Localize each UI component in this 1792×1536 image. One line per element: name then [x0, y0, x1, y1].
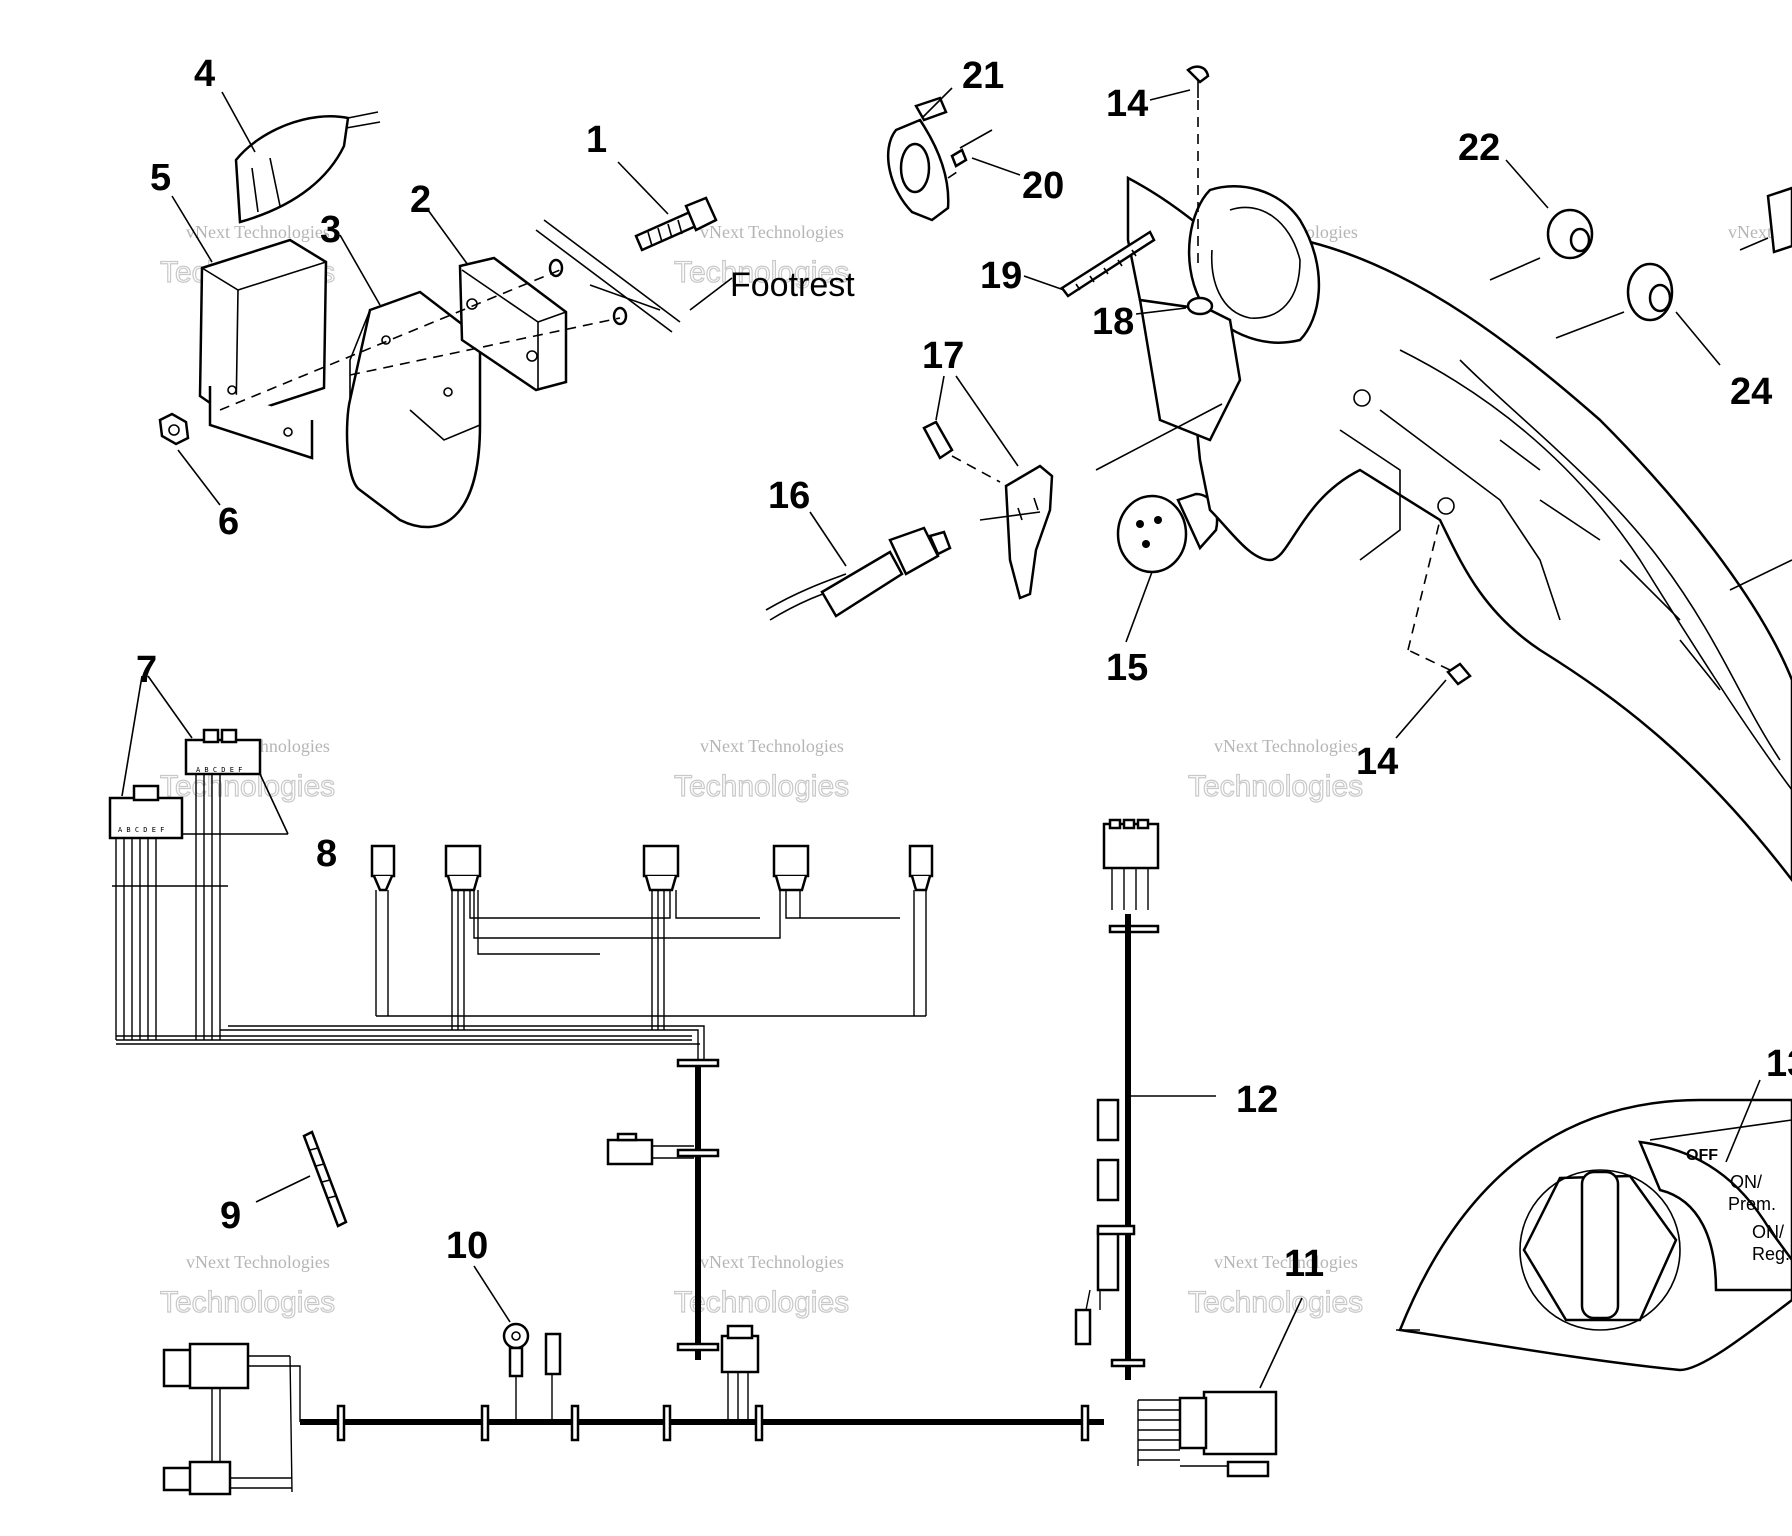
part-24-grommet	[1555, 262, 1721, 366]
part-4-ignition-coil	[221, 91, 381, 224]
watermark-text: vNext Technologies	[186, 1252, 330, 1272]
watermark-text: vNext Technologies	[700, 1252, 844, 1272]
part-18-washer	[1135, 296, 1214, 316]
watermark-text: vNext Technologies	[1214, 736, 1358, 756]
part-20-screw	[947, 129, 1021, 179]
callout-9: 9	[220, 1195, 241, 1237]
callout-24: 24	[1730, 371, 1772, 413]
part-9-cable-tie	[255, 1130, 348, 1228]
watermark-text-large: Technologies	[674, 770, 849, 803]
connector-letters-upper: A B C D E F	[196, 766, 242, 774]
callout-18: 18	[1092, 301, 1134, 343]
part-8-main-harness-top	[112, 774, 705, 1060]
harness-trunk-vertical	[606, 1058, 720, 1360]
callout-4: 4	[194, 53, 215, 95]
watermark-text-large: Technologies	[1188, 1286, 1363, 1319]
watermark-text: vNext Technologies	[700, 736, 844, 756]
part-5-cdi-module	[171, 195, 328, 460]
part-6-nut	[158, 412, 221, 506]
part-1-bolt	[617, 161, 718, 252]
part-14-top-screw	[1149, 65, 1210, 270]
footrest-edge	[535, 219, 733, 333]
part-16-brake-switch	[765, 511, 1041, 621]
watermark: vNext Technologies Technologies	[673, 222, 849, 290]
watermark: vNext Technologies Technologies	[159, 1252, 335, 1320]
callout-15: 15	[1106, 647, 1148, 689]
callout-13: 13	[1766, 1043, 1792, 1085]
console-label-on-prem-2: Prem.	[1728, 1194, 1776, 1214]
callout-6: 6	[218, 501, 239, 543]
dash-panel-housing	[1095, 175, 1792, 883]
part-10-ring-terminal	[473, 1265, 562, 1420]
part-15-ignition-switch	[1116, 475, 1277, 643]
part-13-fuel-switch-console: OFF ON/ Prem. ON/ Reg.	[1396, 1079, 1792, 1372]
part-22-grommet	[1489, 159, 1594, 281]
spacer-washers	[548, 258, 628, 326]
mount-dash-lines	[219, 269, 621, 411]
callout-17: 17	[922, 335, 964, 377]
watermark-text: vNext Technologies	[1214, 1252, 1358, 1272]
edge-connector-part	[1739, 186, 1792, 254]
console-label-on-reg-2: Reg.	[1752, 1244, 1790, 1264]
callout-7: 7	[136, 649, 157, 691]
part-11-connector	[1137, 1297, 1303, 1478]
callout-5: 5	[150, 157, 171, 199]
watermark: vNext Technologies Technologies	[673, 736, 849, 804]
callout-12: 12	[1236, 1079, 1278, 1121]
watermark-text-large: Technologies	[674, 1286, 849, 1319]
watermark-text: vNext Technologies	[186, 222, 330, 242]
part-2-spacer	[427, 209, 568, 392]
part-12-harness-branch	[1074, 818, 1216, 1380]
callout-1: 1	[586, 119, 607, 161]
callout-10: 10	[446, 1225, 488, 1267]
callout-22: 22	[1458, 127, 1500, 169]
callout-14-bottom: 14	[1356, 741, 1398, 783]
callout-14-top: 14	[1106, 83, 1148, 125]
watermark-text: vNext Technologies	[700, 222, 844, 242]
part-19-cable-tie	[1023, 230, 1156, 298]
watermark: vNext Technologies Technologies	[1187, 1252, 1363, 1320]
callout-2: 2	[410, 179, 431, 221]
footrest-label: Footrest	[730, 266, 855, 304]
callout-11: 11	[1284, 1243, 1324, 1285]
watermark-text-large: Technologies	[1188, 770, 1363, 803]
callout-labels: 4 5 3 2 1 6 Footrest 21 20 14 19 18 17 1…	[136, 53, 1792, 1285]
callout-19: 19	[980, 255, 1022, 297]
part-7-connectors: A B C D E F A B C D E F	[108, 675, 289, 840]
harness-branch-connectors	[370, 844, 934, 1030]
callout-3: 3	[320, 209, 341, 251]
part-17-switch-clip	[922, 375, 1054, 600]
callout-16: 16	[768, 475, 810, 517]
part-14-bottom-screw	[1395, 519, 1472, 739]
watermark-text-large: Technologies	[160, 1286, 335, 1319]
part-21-bracket	[886, 87, 953, 222]
console-label-on-reg-1: ON/	[1752, 1222, 1784, 1242]
lower-harness	[162, 1324, 1104, 1496]
console-label-on-prem-1: ON/	[1730, 1172, 1762, 1192]
callout-20: 20	[1022, 165, 1064, 207]
console-label-off: OFF	[1686, 1147, 1718, 1164]
callout-21: 21	[962, 55, 1004, 97]
connector-letters-lower: A B C D E F	[118, 826, 164, 834]
watermark-text-large: Technologies	[674, 256, 849, 289]
watermark: vNext Technologies Technologies	[673, 1252, 849, 1320]
watermark: vNext Technologies Technologies	[1187, 736, 1363, 804]
part-3-mounting-pad	[339, 234, 482, 529]
callout-8: 8	[316, 833, 337, 875]
